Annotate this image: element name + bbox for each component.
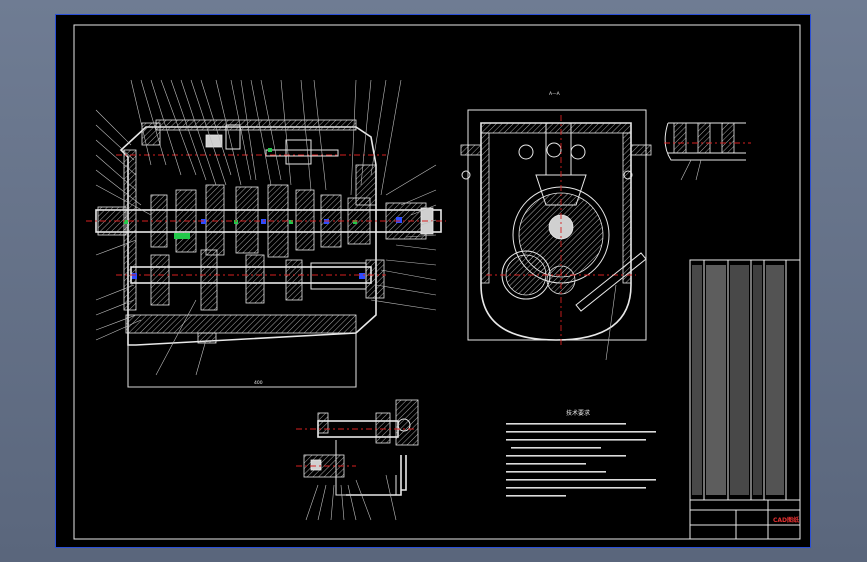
title-block-stamp: CAD图纸 <box>773 516 799 524</box>
technical-notes: 技术要求 <box>506 409 656 497</box>
notes-title: 技术要求 <box>566 409 590 417</box>
lower-detail-view <box>296 399 419 521</box>
section-a-a-view: A—A <box>460 91 652 361</box>
parts-list-table: CAD图纸 <box>689 259 801 540</box>
detail-view <box>664 122 751 181</box>
gearbox-assembly-drawing: 400 A—A <box>73 24 801 540</box>
main-section-view: 400 <box>86 79 446 388</box>
drawing-sheet: 400 A—A <box>55 14 811 548</box>
section-label: A—A <box>549 91 561 97</box>
inner-border <box>73 24 801 540</box>
dimension-400: 400 <box>254 380 263 386</box>
